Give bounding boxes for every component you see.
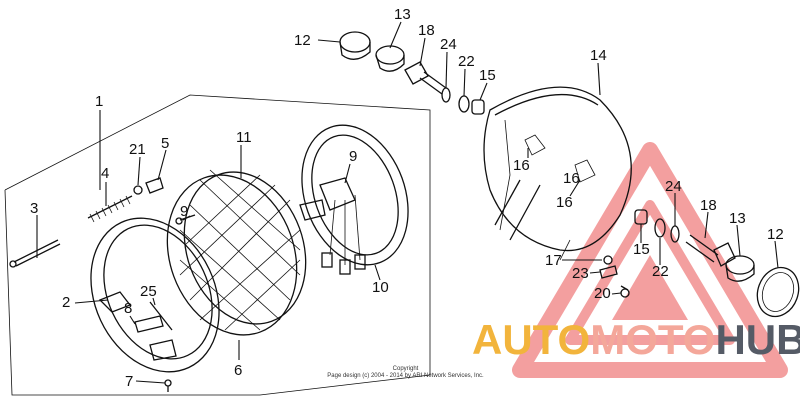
nut-17: [603, 255, 613, 265]
cap-12-top: [339, 31, 371, 60]
callout-1: 1: [95, 93, 103, 110]
callout-2: 2: [62, 294, 70, 311]
callout-20: 20: [594, 285, 611, 302]
callout-16b: 16: [556, 194, 573, 211]
callout-12a: 12: [294, 32, 311, 49]
reflector-12-bottom: [756, 266, 800, 318]
mounting-ring: [299, 124, 409, 275]
nut-21: [133, 185, 143, 195]
screw-20: [620, 285, 630, 298]
callout-25: 25: [140, 283, 157, 300]
collar-15-top: [471, 99, 485, 115]
bracket-5: [145, 177, 164, 194]
callout-4: 4: [101, 165, 109, 182]
bolt-18-top: [404, 61, 447, 95]
brand-part-moto: MOTO: [590, 316, 716, 363]
callout-9b: 9: [349, 148, 357, 165]
callout-10: 10: [372, 279, 389, 296]
callout-22a: 22: [458, 53, 475, 70]
callout-18a: 18: [418, 22, 435, 39]
callout-14: 14: [590, 47, 607, 64]
brand-part-auto: AUTO: [472, 316, 591, 363]
callout-numbers: 1 2 3 4 5 6 7 8 9 9 10 11 12 13 18 24 22…: [30, 6, 784, 390]
clip-23: [599, 265, 618, 279]
clip-8: [134, 315, 164, 333]
callout-24b: 24: [665, 178, 682, 195]
callout-22b: 22: [652, 263, 669, 280]
callout-13a: 13: [394, 6, 411, 23]
sealed-beam-unit: [166, 169, 307, 336]
callout-16c: 16: [563, 170, 580, 187]
leader-lines: [36, 21, 779, 384]
callout-11: 11: [236, 129, 252, 146]
callout-17: 17: [545, 252, 562, 269]
grommet-13-top: [375, 45, 405, 72]
callout-13b: 13: [729, 210, 746, 227]
callout-23: 23: [572, 265, 589, 282]
headlight-case: [483, 86, 632, 261]
callout-21: 21: [129, 141, 146, 158]
callout-18b: 18: [700, 197, 717, 214]
callout-24a: 24: [440, 36, 457, 53]
callout-8: 8: [124, 300, 132, 317]
brand-part-hub: HUB: [715, 316, 800, 363]
callout-5: 5: [161, 135, 169, 152]
callout-7: 7: [125, 373, 133, 390]
copyright-line-1: Copyright: [392, 366, 419, 372]
copyright-line-2: Page design (c) 2004 - 2014 by ARI Netwo…: [327, 373, 484, 379]
headlight-rim: [90, 217, 220, 373]
brand-watermark: AUTOMOTOHUB: [472, 316, 800, 363]
callout-3: 3: [30, 200, 38, 217]
copyright-notice: Copyright Page design (c) 2004 - 2014 by…: [318, 366, 493, 380]
washer-24-top: [441, 87, 451, 103]
washer-22-bottom: [654, 218, 666, 238]
callout-15a: 15: [479, 67, 496, 84]
callout-9a: 9: [180, 203, 188, 220]
screw-7: [164, 379, 172, 392]
spring-25: [149, 301, 173, 331]
assembly-box: [4, 94, 431, 396]
callout-6: 6: [234, 362, 242, 379]
callout-15b: 15: [633, 241, 650, 258]
screw-long: [9, 239, 61, 268]
washer-22-top: [458, 95, 470, 113]
callout-16a: 16: [513, 157, 530, 174]
bolt-18-bottom: [685, 234, 736, 267]
callout-12b: 12: [767, 226, 784, 243]
spring: [87, 195, 133, 223]
